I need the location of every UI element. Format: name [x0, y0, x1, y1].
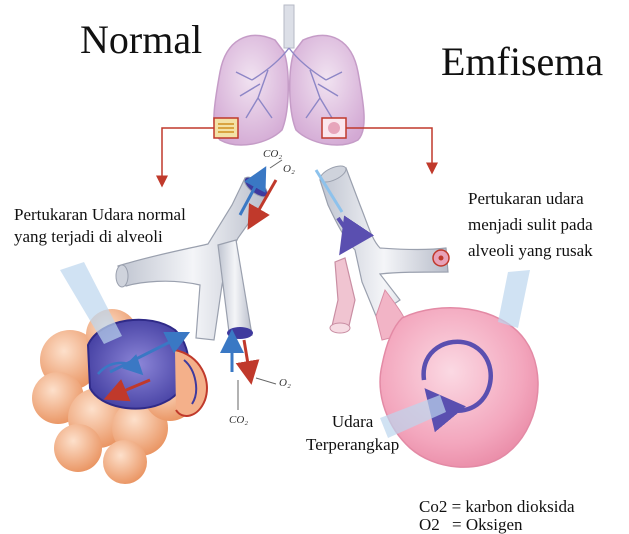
legend-o2-row: O2 = Oksigen — [419, 516, 575, 534]
co2-label-top: CO₂ — [263, 148, 282, 160]
trapped-air-line-2: Terperangkap — [306, 433, 399, 456]
damaged-exchange-caption: Pertukaran udara menjadi sulit pada alve… — [468, 186, 593, 264]
normal-exchange-line-2: yang terjadi di alveoli — [14, 226, 186, 248]
co2-label-bottom: CO₂ — [229, 414, 248, 426]
emphysema-alveolus — [380, 308, 538, 467]
legend-o2-term: O2 — [419, 515, 440, 534]
normal-exchange-caption: Pertukaran Udara normal yang terjadi di … — [14, 204, 186, 248]
lungs-illustration — [214, 5, 364, 145]
pointer-lines — [162, 128, 432, 183]
normal-title: Normal — [80, 20, 202, 60]
trapped-air-line-1: Udara — [306, 410, 399, 433]
emphysema-title: Emfisema — [441, 42, 603, 82]
legend-co2-row: Co2 = karbon dioksida — [419, 498, 575, 516]
damaged-exchange-line-2: menjadi sulit pada — [468, 212, 593, 238]
damaged-exchange-line-1: Pertukaran udara — [468, 186, 593, 212]
o2-label-top: O₂ — [283, 163, 295, 175]
damaged-exchange-line-3: alveoli yang rusak — [468, 238, 593, 264]
trapped-air-caption: Udara Terperangkap — [306, 410, 399, 456]
emphysema-callout-beam — [498, 270, 530, 328]
normal-exchange-line-1: Pertukaran Udara normal — [14, 204, 186, 226]
o2-label-bottom: O₂ — [279, 377, 291, 389]
legend-co2-meaning: = karbon dioksida — [452, 497, 575, 516]
legend-co2-term: Co2 — [419, 497, 447, 516]
legend: Co2 = karbon dioksida O2 = Oksigen — [419, 498, 575, 534]
legend-o2-meaning: = Oksigen — [452, 515, 523, 534]
